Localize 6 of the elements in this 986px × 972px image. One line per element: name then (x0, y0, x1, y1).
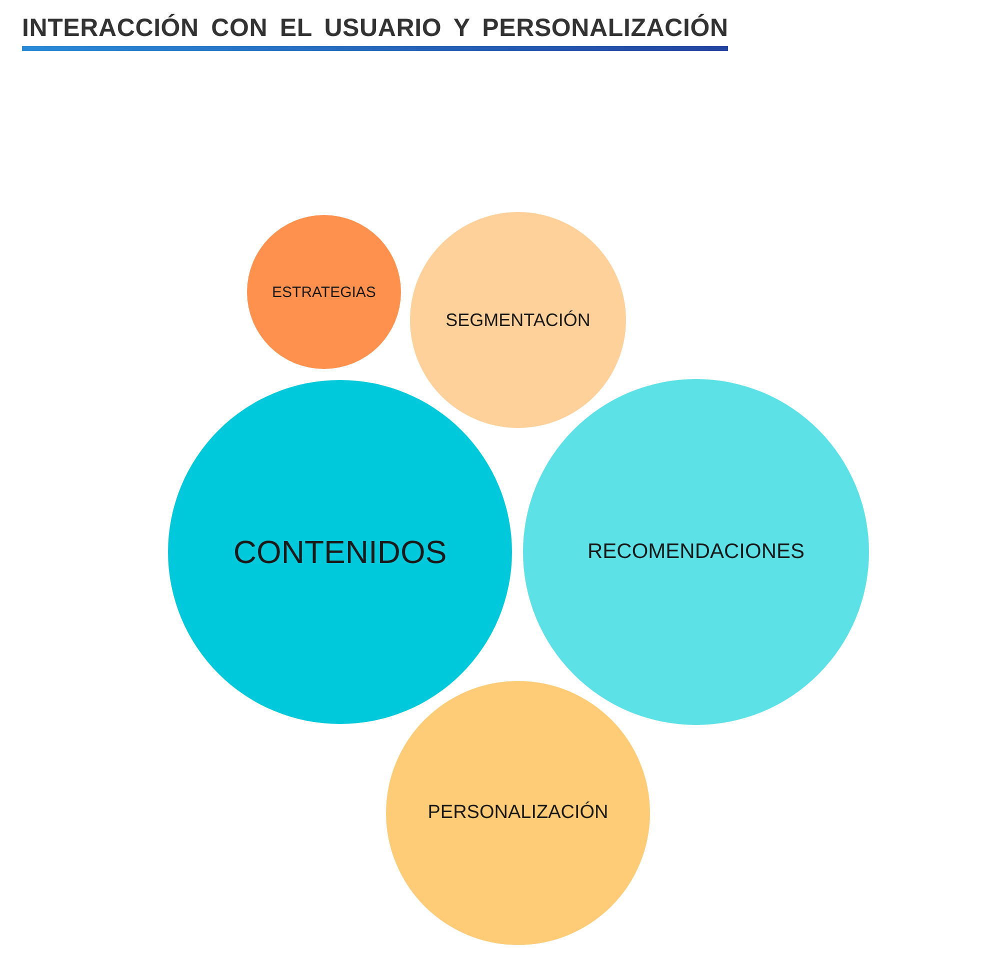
bubble-label: ESTRATEGIAS (272, 284, 376, 300)
bubble-label: SEGMENTACIÓN (446, 310, 590, 330)
title: INTERACCIÓN CON EL USUARIO Y PERSONALIZACIÓN (22, 14, 728, 51)
bubble-label: RECOMENDACIONES (587, 540, 805, 564)
bubble-label: PERSONALIZACIÓN (428, 802, 608, 824)
bubble-label: CONTENIDOS (233, 534, 447, 570)
